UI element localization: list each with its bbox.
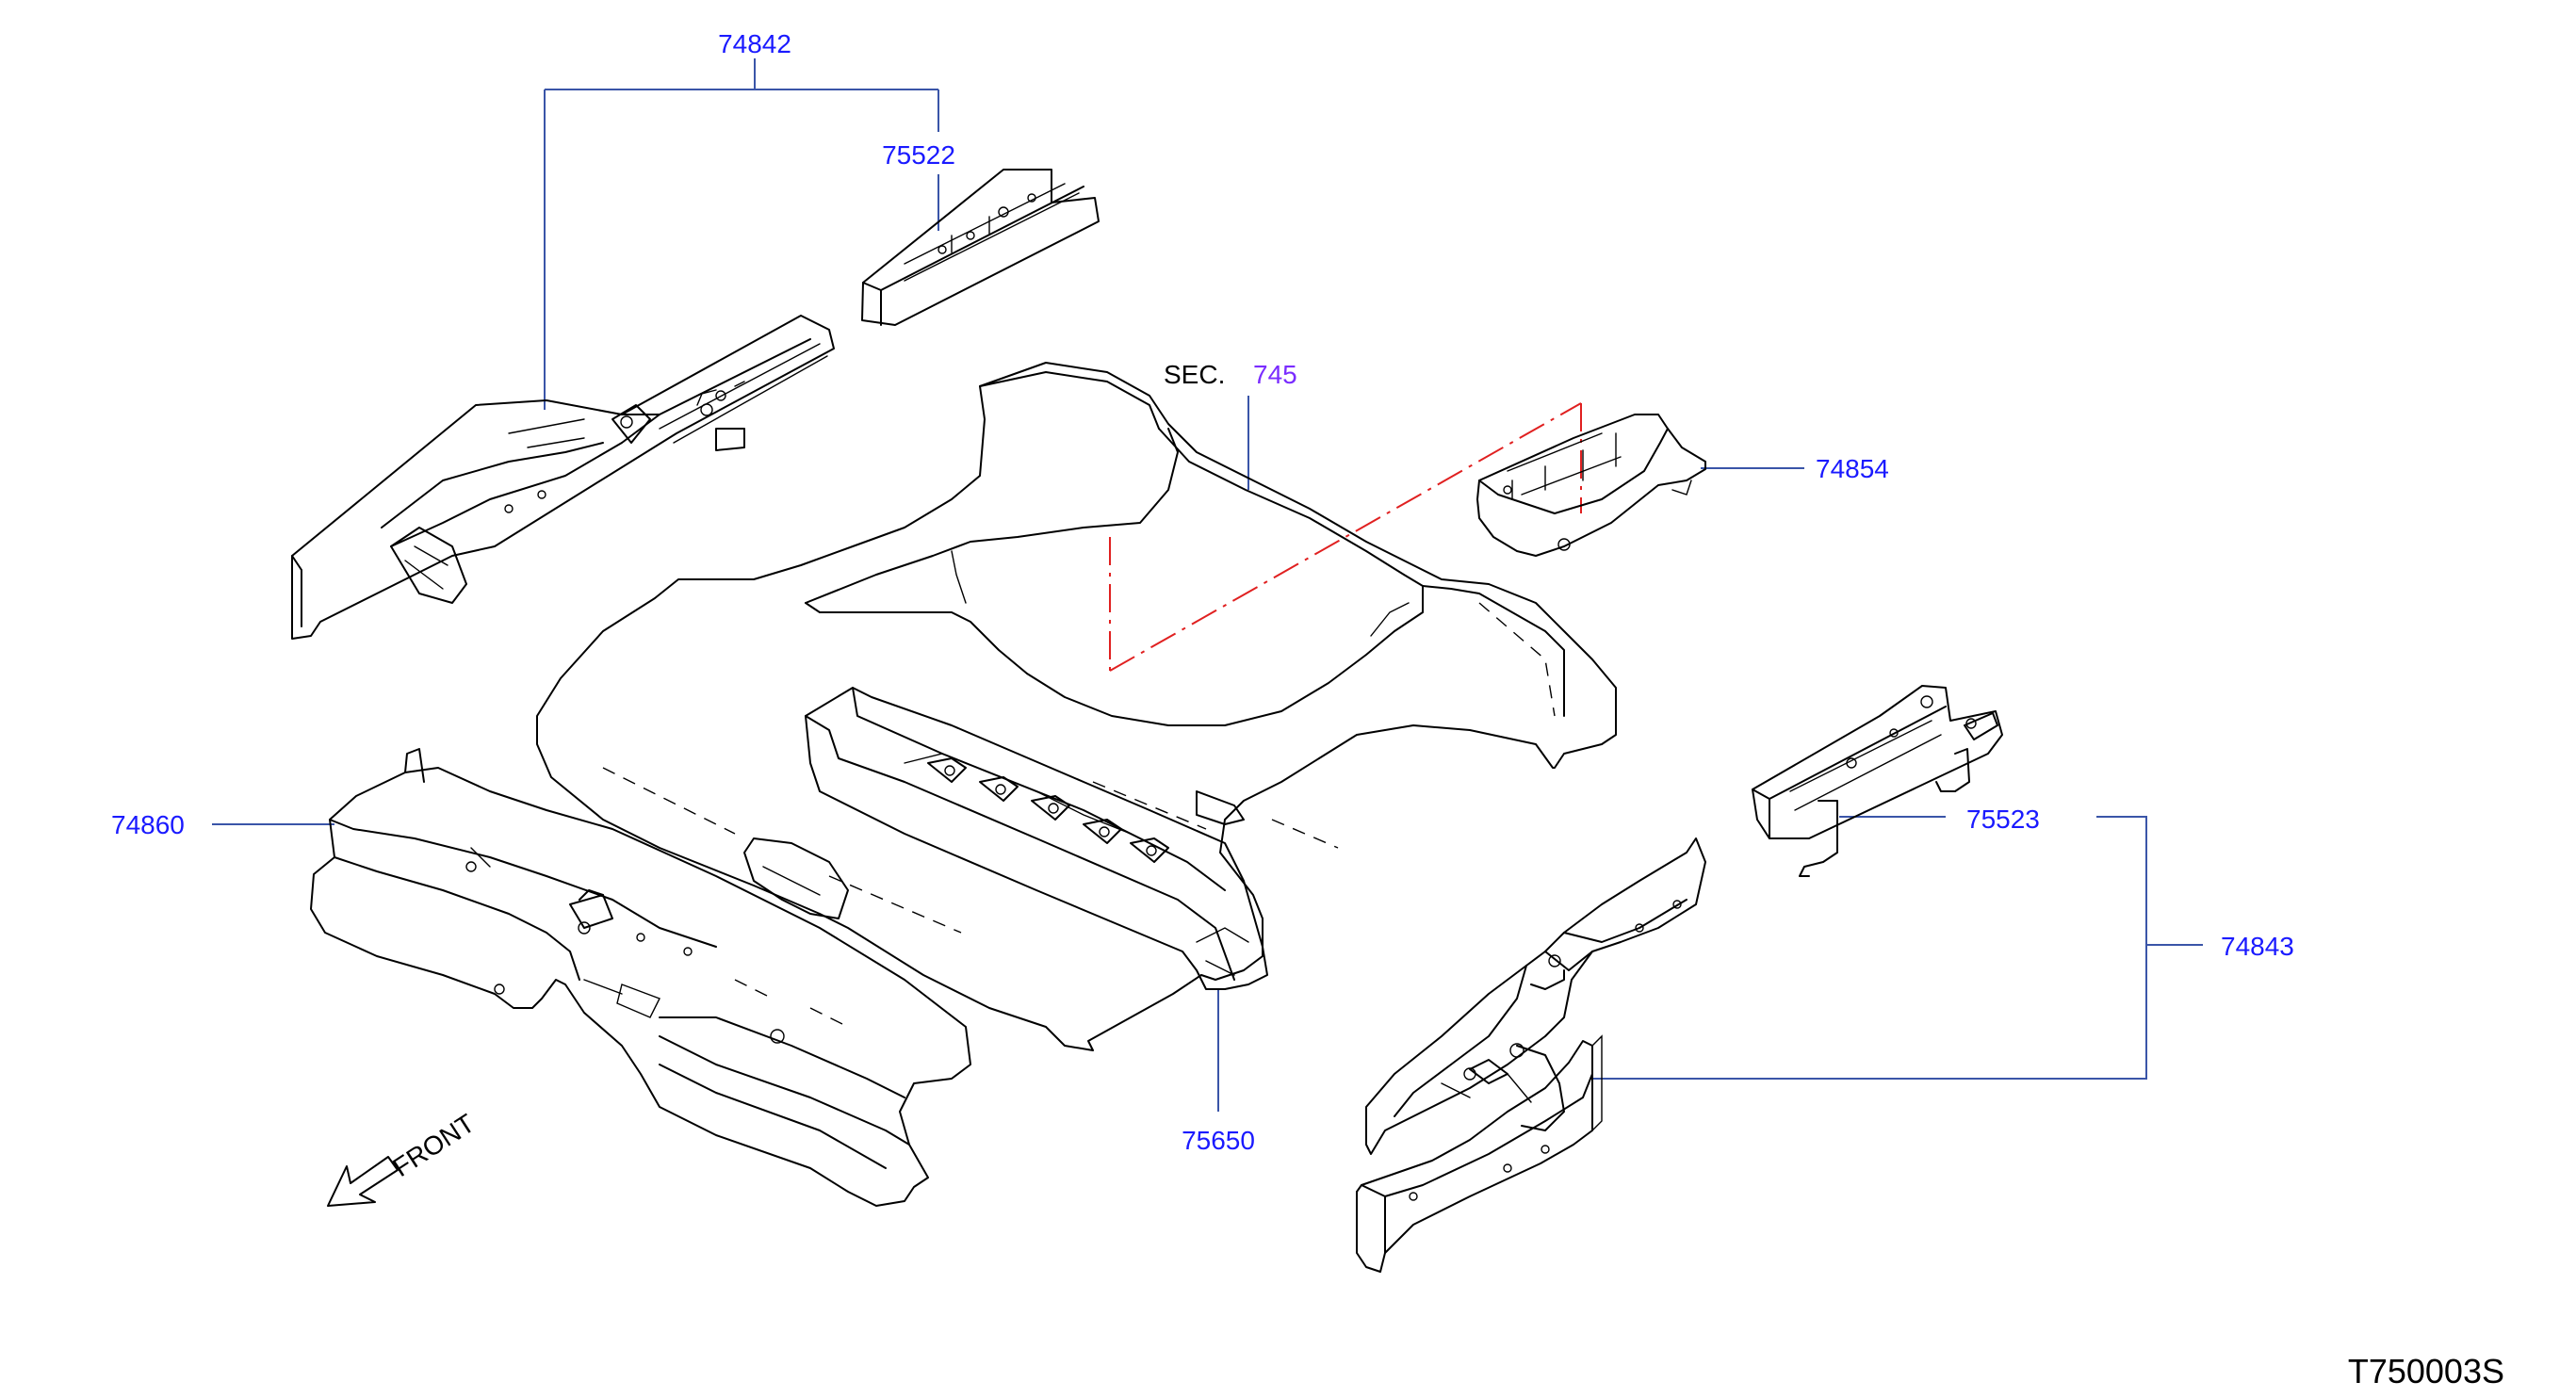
label-75522: 75522 (882, 140, 955, 170)
part-75650-drawing (805, 687, 1268, 990)
part-75523-drawing (1752, 685, 2003, 877)
label-74843: 74843 (2221, 932, 2294, 961)
phantom-lines (1109, 402, 1582, 674)
label-sec: SEC. (1164, 360, 1225, 389)
part-74842-drawing (291, 315, 835, 640)
label-front: FRONT (387, 1109, 480, 1183)
label-74842: 74842 (718, 29, 791, 58)
label-75523: 75523 (1966, 805, 2040, 834)
label-74854: 74854 (1816, 454, 1889, 483)
diagram-code: T750003S (2348, 1352, 2504, 1390)
label-74860: 74860 (111, 810, 185, 839)
label-75650: 75650 (1182, 1126, 1255, 1155)
part-74843-drawing (1356, 837, 1706, 1273)
part-74854-drawing (1476, 414, 1706, 557)
phantom-line-diagonal (1109, 402, 1582, 672)
leader-74842 (544, 58, 939, 410)
main-floor-drawing (536, 362, 1617, 1051)
part-75522-drawing (861, 169, 1100, 326)
part-74860-drawing (310, 748, 971, 1207)
label-sec-745[interactable]: 745 (1253, 360, 1297, 389)
front-arrow-icon (327, 1156, 399, 1207)
leader-74843 (1592, 816, 2203, 1080)
leader-lines (212, 58, 2203, 1112)
